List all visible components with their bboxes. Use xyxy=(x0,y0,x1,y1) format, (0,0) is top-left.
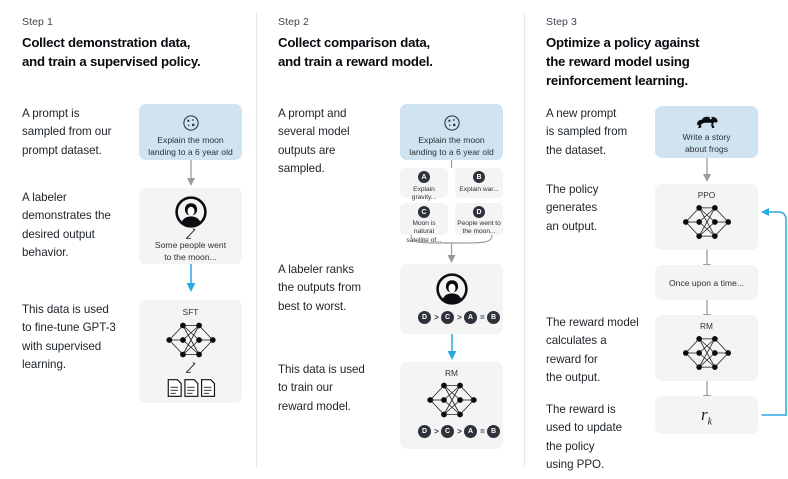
rank-op-1: > xyxy=(434,313,439,322)
reward-subscript: k xyxy=(707,416,713,428)
step-2-rm-model-card[interactable]: RM xyxy=(400,362,503,449)
step-2-label: Step 2 xyxy=(278,16,309,28)
badge-a: A xyxy=(418,171,430,183)
output-text-d: People went to the moon... xyxy=(457,220,501,236)
neural-network-icon xyxy=(655,331,758,380)
step-3-prompt-card[interactable]: Write a story about frogs xyxy=(655,106,758,158)
badge-b: B xyxy=(473,171,485,183)
neural-network-icon xyxy=(655,200,758,249)
output-text-a: Explain gravity... xyxy=(411,186,437,202)
output-card-d[interactable]: D People went to the moon... xyxy=(455,203,503,235)
reward-to-policy-update-arrow xyxy=(761,208,787,416)
moon-icon xyxy=(139,114,242,137)
rank-badge-3: A xyxy=(464,311,477,324)
rank-op-3: = xyxy=(480,313,485,322)
step-3-caption-2: The policy generates an output. xyxy=(546,183,599,233)
rank-badge-4: B xyxy=(487,425,500,438)
step-2-title: Collect comparison data, and train a rew… xyxy=(278,35,433,69)
rm-label: RM xyxy=(445,368,458,378)
rank-badge-1: D xyxy=(418,311,431,324)
step-2-prompt-card[interactable]: Explain the moon landing to a 6 year old xyxy=(400,104,503,160)
step-1-prompt-card[interactable]: Explain the moon landing to a 6 year old xyxy=(139,104,242,160)
rm-label: RM xyxy=(700,321,713,331)
step-3-rm-model-card[interactable]: RM xyxy=(655,315,758,381)
rank-op-2: > xyxy=(457,313,462,322)
step-3-label: Step 3 xyxy=(546,16,577,28)
neural-network-icon xyxy=(400,377,503,428)
rank-badge-2: C xyxy=(441,311,454,324)
output-text-c: Moon is natural satellite of... xyxy=(406,220,442,244)
labeler-avatar-icon xyxy=(139,196,242,233)
ppo-label: PPO xyxy=(697,190,716,200)
moon-icon xyxy=(400,114,503,137)
frog-icon xyxy=(655,113,758,136)
rank-op-3: = xyxy=(480,427,485,436)
arrow-down-blue xyxy=(186,264,196,292)
step-2-labeler-rank-card[interactable]: D > C > A = B xyxy=(400,264,503,334)
connector-line xyxy=(450,160,453,168)
neural-network-icon xyxy=(139,317,242,368)
rank-badge-3: A xyxy=(464,425,477,438)
rank-op-1: > xyxy=(434,427,439,436)
step-2-column: Step 2 Collect comparison data, and trai… xyxy=(256,0,524,479)
step-2-caption-1: A prompt and several model outputs are s… xyxy=(278,107,350,176)
reward-symbol: rk xyxy=(655,405,758,427)
step-3-reward-card[interactable]: rk xyxy=(655,396,758,434)
step-1-labeler-text: Some people went to the moon... xyxy=(154,240,227,262)
labeler-avatar-icon xyxy=(400,273,503,310)
step-1-caption-3: This data is used to fine-tune GPT-3 wit… xyxy=(22,303,116,372)
step-2-prompt-text: Explain the moon landing to a 6 year old xyxy=(409,135,494,157)
step-1-prompt-text: Explain the moon landing to a 6 year old xyxy=(148,135,233,157)
step-3-caption-3: The reward model calculates a reward for… xyxy=(546,316,639,385)
pencil-icon xyxy=(139,362,242,380)
sft-label: SFT xyxy=(182,307,199,317)
column-divider-1 xyxy=(256,12,257,467)
step-1-title: Collect demonstration data, and train a … xyxy=(22,35,201,69)
step-3-text-output: Once upon a time... xyxy=(669,278,744,288)
step-2-caption-2: A labeler ranks the outputs from best to… xyxy=(278,263,361,313)
rank-badge-4: B xyxy=(487,311,500,324)
column-divider-2 xyxy=(524,12,525,467)
output-card-c[interactable]: C Moon is natural satellite of... xyxy=(400,203,448,244)
output-card-a[interactable]: A Explain gravity... xyxy=(400,168,448,201)
merge-brace-arrow xyxy=(410,234,493,263)
step-1-caption-1: A prompt is sampled from our prompt data… xyxy=(22,107,112,157)
step-3-caption-4: The reward is used to update the policy … xyxy=(546,403,623,472)
step-1-labeler-card[interactable]: Some people went to the moon... xyxy=(139,188,242,264)
output-card-b[interactable]: B Explain war... xyxy=(455,168,503,198)
step-3-column: Step 3 Optimize a policy against the rew… xyxy=(524,0,788,479)
rank-badge-2: C xyxy=(441,425,454,438)
reward-r: r xyxy=(700,405,708,424)
step-1-label: Step 1 xyxy=(22,16,53,28)
step-1-column: Step 1 Collect demonstration data, and t… xyxy=(0,0,256,479)
badge-c: C xyxy=(418,206,430,218)
step-3-caption-1: A new prompt is sampled from the dataset… xyxy=(546,107,628,157)
step-3-text-output-card[interactable]: Once upon a time... xyxy=(655,265,758,300)
arrow-down-gray xyxy=(187,160,195,186)
step-3-ppo-model-card[interactable]: PPO xyxy=(655,184,758,250)
arrow-down-blue xyxy=(447,334,457,360)
step-1-sft-model-card[interactable]: SFT xyxy=(139,300,242,403)
step-3-prompt-text: Write a story about frogs xyxy=(682,132,731,154)
rank-badge-1: D xyxy=(418,425,431,438)
output-text-b: Explain war... xyxy=(459,186,499,193)
badge-d: D xyxy=(473,206,485,218)
pencil-icon xyxy=(139,228,242,246)
documents-icon xyxy=(139,378,242,403)
step-1-caption-2: A labeler demonstrates the desired outpu… xyxy=(22,191,111,260)
rank-op-2: > xyxy=(457,427,462,436)
step-2-caption-3: This data is used to train our reward mo… xyxy=(278,363,365,413)
arrow-down-gray xyxy=(703,158,711,182)
step-3-title: Optimize a policy against the reward mod… xyxy=(546,35,700,88)
